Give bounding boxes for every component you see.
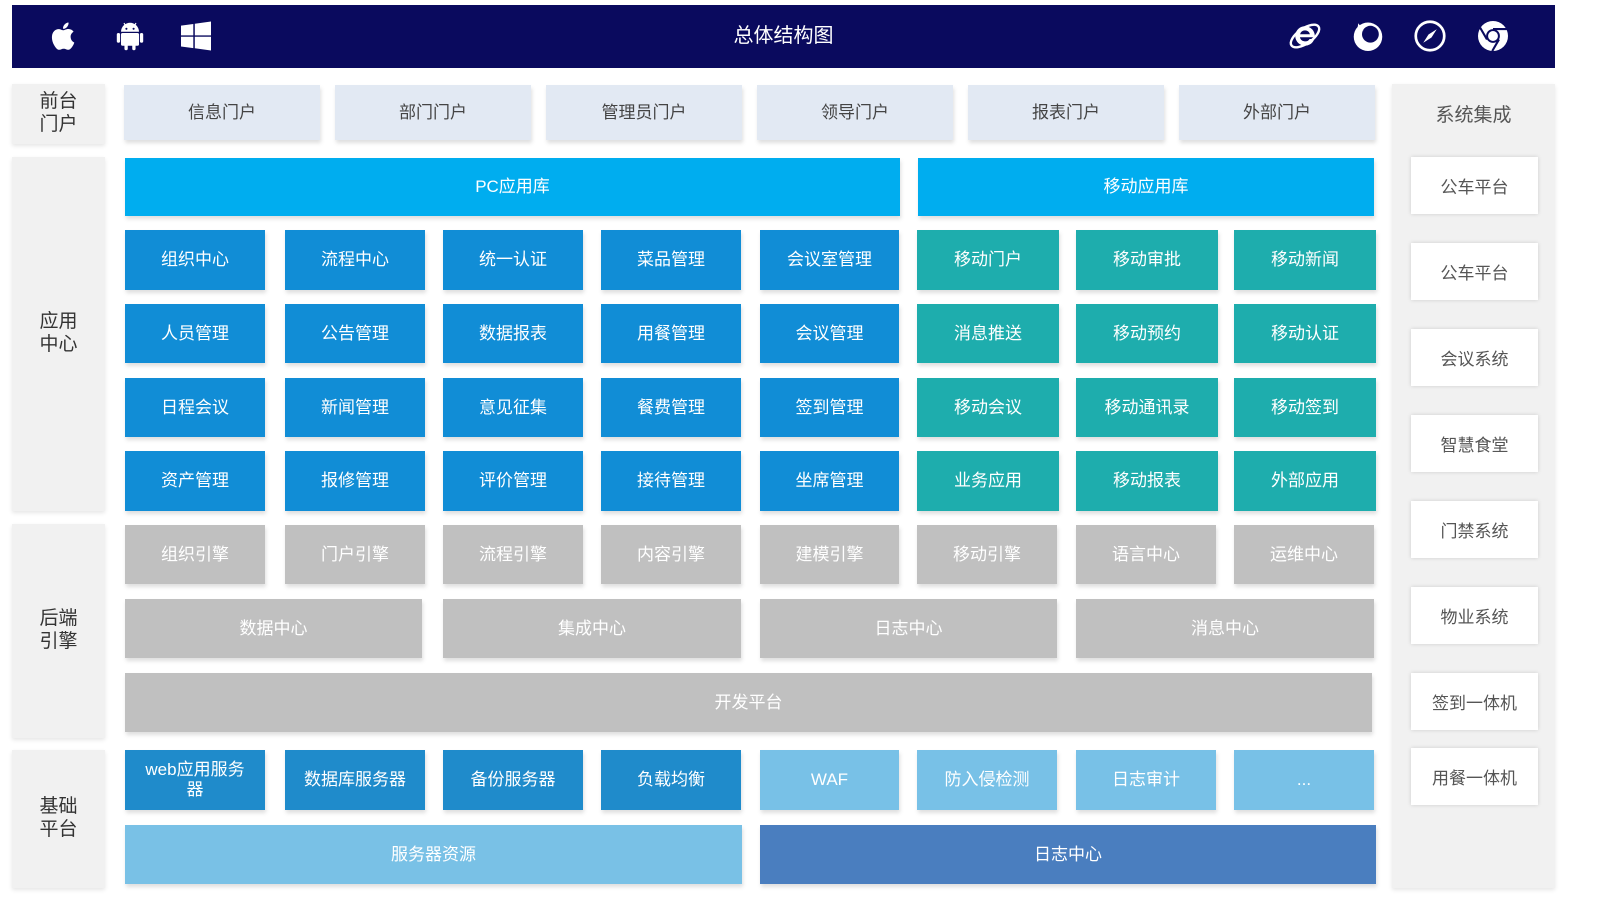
mobile-app-news: 移动新闻 [1234,230,1376,290]
pc-app-schedule-meetings: 日程会议 [125,378,265,437]
pc-app-feedback-collection: 意见征集 [443,378,583,437]
layer-label-application: 应用中心 [39,311,78,355]
modeling-engine: 建模引擎 [760,525,899,584]
data-center: 数据中心 [125,599,422,658]
layer-label-foundation: 基础平台 [39,796,78,840]
pc-app-repair-management: 报修管理 [285,451,425,511]
layer-label-backend: 后端引擎 [39,608,78,652]
integration-title: 系统集成 [1435,105,1512,126]
leadership-portal: 领导门户 [757,85,953,140]
more-placeholder: ... [1234,750,1374,810]
smart-canteen: 智慧食堂 [1411,415,1538,472]
page-title: 总体结构图 [733,25,834,47]
android-icon [112,18,148,54]
ops-center: 运维中心 [1234,525,1374,584]
pc-app-meeting-management: 会议管理 [760,304,899,363]
mobile-app-library: 移动应用库 [918,158,1374,216]
check-in-kiosk: 签到一体机 [1411,673,1538,730]
external-portal: 外部门户 [1179,85,1375,140]
department-portal: 部门门户 [335,85,531,140]
pc-app-data-reports: 数据报表 [443,304,583,363]
org-engine: 组织引擎 [125,525,265,584]
apple-icon [46,18,82,54]
portal-engine: 门户引擎 [285,525,425,584]
header-bar: 总体结构图 [12,5,1555,68]
pc-app-evaluation-management: 评价管理 [443,451,583,511]
log-center-infrastructure: 日志中心 [760,825,1376,884]
pc-app-announcement-management: 公告管理 [285,304,425,363]
mobile-app-approval: 移动审批 [1076,230,1218,290]
admin-portal: 管理员门户 [546,85,742,140]
workflow-engine: 流程引擎 [443,525,583,584]
firefox-icon [1350,18,1386,54]
ie-icon [1287,18,1323,54]
mobile-app-portal: 移动门户 [917,230,1059,290]
fleet-platform: 公车平台 [1411,157,1538,214]
mobile-app-external-apps: 外部应用 [1234,451,1376,511]
language-center: 语言中心 [1076,525,1216,584]
log-center: 日志中心 [760,599,1057,658]
fleet-platform: 公车平台 [1411,243,1538,300]
info-portal: 信息门户 [124,85,320,140]
load-balancer: 负载均衡 [601,750,741,810]
pc-app-dining-management: 用餐管理 [601,304,741,363]
message-center: 消息中心 [1076,599,1374,658]
layer-panel-application: 应用中心 [12,157,105,511]
pc-app-meeting-room-management: 会议室管理 [760,230,899,290]
mobile-engine: 移动引擎 [917,525,1057,584]
windows-icon [178,18,214,54]
database-server: 数据库服务器 [285,750,425,810]
chrome-icon [1475,18,1511,54]
pc-app-workflow-center: 流程中心 [285,230,425,290]
dining-kiosk: 用餐一体机 [1411,748,1538,805]
log-audit: 日志审计 [1076,750,1216,810]
backup-server: 备份服务器 [443,750,583,810]
mobile-app-auth: 移动认证 [1234,304,1376,363]
layer-panel-foundation: 基础平台 [12,750,105,888]
mobile-app-business-apps: 业务应用 [917,451,1059,511]
pc-app-reception-management: 接待管理 [601,451,741,511]
pc-app-seating-management: 坐席管理 [760,451,899,511]
pc-app-library: PC应用库 [125,158,900,216]
pc-app-dish-management: 菜品管理 [601,230,741,290]
meeting-system: 会议系统 [1411,329,1538,386]
web-app-server: web应用服务器 [125,750,265,810]
pc-app-org-center: 组织中心 [125,230,265,290]
mobile-app-meeting: 移动会议 [917,378,1059,437]
mobile-app-contacts: 移动通讯录 [1076,378,1218,437]
integration-center: 集成中心 [443,599,741,658]
access-control-system: 门禁系统 [1411,501,1538,558]
mobile-app-message-push: 消息推送 [917,304,1059,363]
pc-app-asset-management: 资产管理 [125,451,265,511]
pc-app-meal-fee-management: 餐费管理 [601,378,741,437]
pc-app-news-management: 新闻管理 [285,378,425,437]
waf: WAF [760,750,899,810]
mobile-app-booking: 移动预约 [1076,304,1218,363]
pc-app-personnel-management: 人员管理 [125,304,265,363]
safari-icon [1412,18,1448,54]
mobile-app-reports: 移动报表 [1076,451,1218,511]
layer-label-frontend: 前台门户 [39,91,78,135]
intrusion-detection: 防入侵检测 [917,750,1057,810]
server-resources: 服务器资源 [125,825,742,884]
pc-app-check-in-management: 签到管理 [760,378,899,437]
pc-app-unified-auth: 统一认证 [443,230,583,290]
mobile-app-check-in: 移动签到 [1234,378,1376,437]
layer-panel-frontend: 前台门户 [12,84,105,144]
content-engine: 内容引擎 [601,525,741,584]
dev-platform: 开发平台 [125,673,1372,732]
layer-panel-backend: 后端引擎 [12,524,105,738]
property-system: 物业系统 [1411,587,1538,644]
report-portal: 报表门户 [968,85,1164,140]
